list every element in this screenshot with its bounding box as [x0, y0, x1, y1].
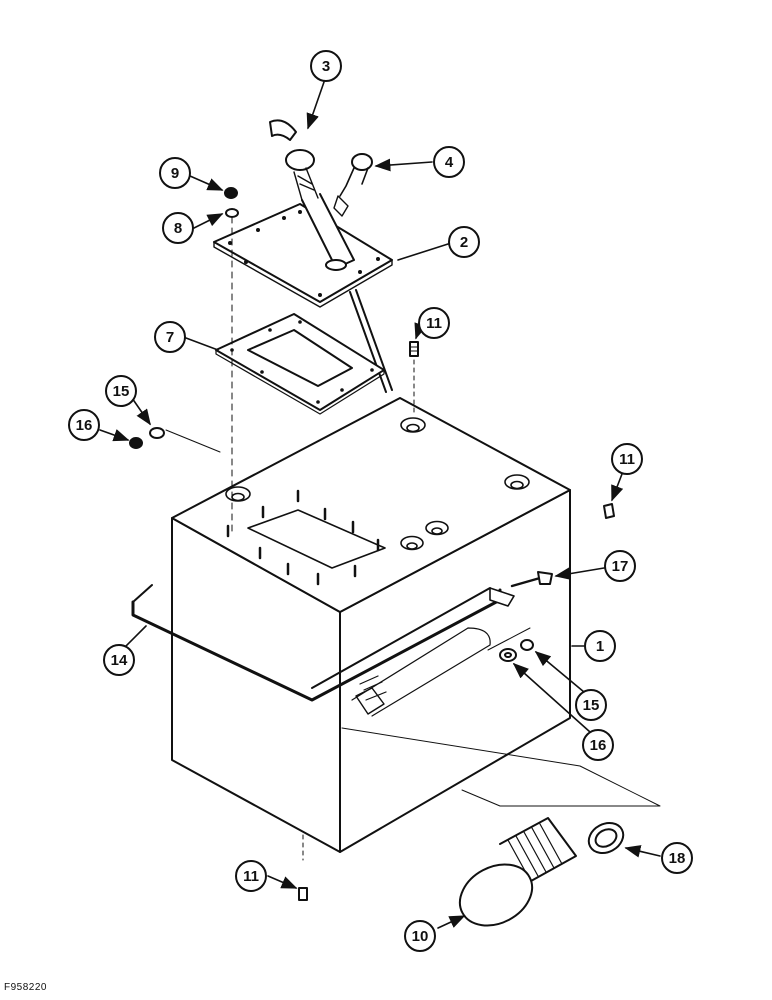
- callout-label: 1: [596, 638, 604, 655]
- washer-8: [225, 208, 239, 218]
- callout-label: 4: [445, 154, 454, 171]
- callout-4: 4: [433, 146, 465, 178]
- callout-label: 11: [619, 451, 635, 468]
- plug-11-side: [603, 503, 615, 519]
- callout-label: 11: [243, 868, 259, 885]
- callout-11: 11: [418, 307, 450, 339]
- explode-lines: [165, 216, 661, 807]
- callout-label: 7: [166, 329, 174, 346]
- callout-label: 9: [171, 165, 179, 182]
- callout-label: 15: [583, 697, 600, 714]
- callout-label: 8: [174, 220, 182, 237]
- callout-label: 16: [590, 737, 607, 754]
- tank-strap: [131, 584, 515, 702]
- callouts: 3 4 9 8 2 7 11 15 16 11 17 1 14 15 16 18…: [68, 50, 693, 952]
- callout-label: 17: [612, 558, 629, 575]
- cover-gasket: [215, 313, 385, 415]
- callout-label: 16: [76, 417, 93, 434]
- callout-label: 3: [322, 58, 330, 75]
- callout-17: 17: [604, 550, 636, 582]
- callout-18: 18: [661, 842, 693, 874]
- callout-label: 14: [111, 652, 128, 669]
- callout-label: 18: [669, 850, 686, 867]
- callout-10: 10: [404, 920, 436, 952]
- plug-11-bottom: [298, 887, 308, 901]
- callout-label: 10: [412, 928, 429, 945]
- callout-11: 11: [235, 860, 267, 892]
- callout-9: 9: [159, 157, 191, 189]
- callout-3: 3: [310, 50, 342, 82]
- bolt-17: [510, 571, 553, 588]
- callout-1: 1: [584, 630, 616, 662]
- nut-9: [224, 187, 238, 199]
- callout-8: 8: [162, 212, 194, 244]
- callout-label: 15: [113, 383, 130, 400]
- nut-16-bottom: [499, 648, 517, 662]
- leader-lines: [99, 81, 661, 929]
- callout-15: 15: [575, 689, 607, 721]
- washer-15-bottom: [520, 639, 534, 651]
- callout-16: 16: [68, 409, 100, 441]
- callout-14: 14: [103, 644, 135, 676]
- callout-11: 11: [611, 443, 643, 475]
- callout-15: 15: [105, 375, 137, 407]
- callout-7: 7: [154, 321, 186, 353]
- retaining-ring: [587, 822, 625, 854]
- callout-label: 2: [460, 234, 468, 251]
- washer-15-top: [149, 427, 165, 439]
- tank-cover: [213, 119, 393, 393]
- callout-16: 16: [582, 729, 614, 761]
- nut-16-top: [129, 437, 143, 449]
- figure-id: F958220: [4, 982, 47, 993]
- filter-element: [458, 817, 577, 927]
- hydraulic-tank: [171, 397, 571, 861]
- plug-11-top: [409, 341, 419, 357]
- callout-2: 2: [448, 226, 480, 258]
- callout-label: 11: [426, 315, 442, 332]
